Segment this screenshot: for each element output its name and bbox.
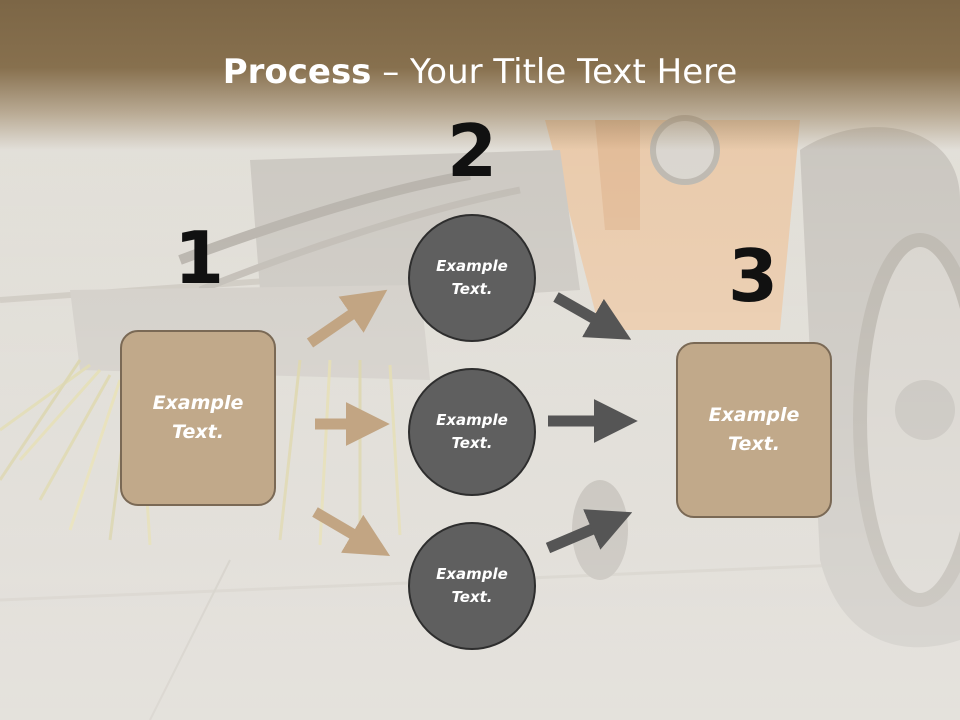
title-band [0, 0, 960, 150]
step-1-box: Example Text. [120, 330, 276, 506]
step-2-circle-3: Example Text. [408, 522, 536, 650]
step-2-circle-2: Example Text. [408, 368, 536, 496]
title-rest: – Your Title Text Here [371, 52, 738, 92]
step-2-circle-1: Example Text. [408, 214, 536, 342]
step-number-2: 2 [446, 109, 498, 193]
slide-title: Process – Your Title Text Here [0, 52, 960, 92]
step-3-box: Example Text. [676, 342, 832, 518]
title-bold: Process [222, 52, 372, 92]
step-number-1: 1 [173, 216, 225, 300]
step-number-3: 3 [727, 234, 779, 318]
